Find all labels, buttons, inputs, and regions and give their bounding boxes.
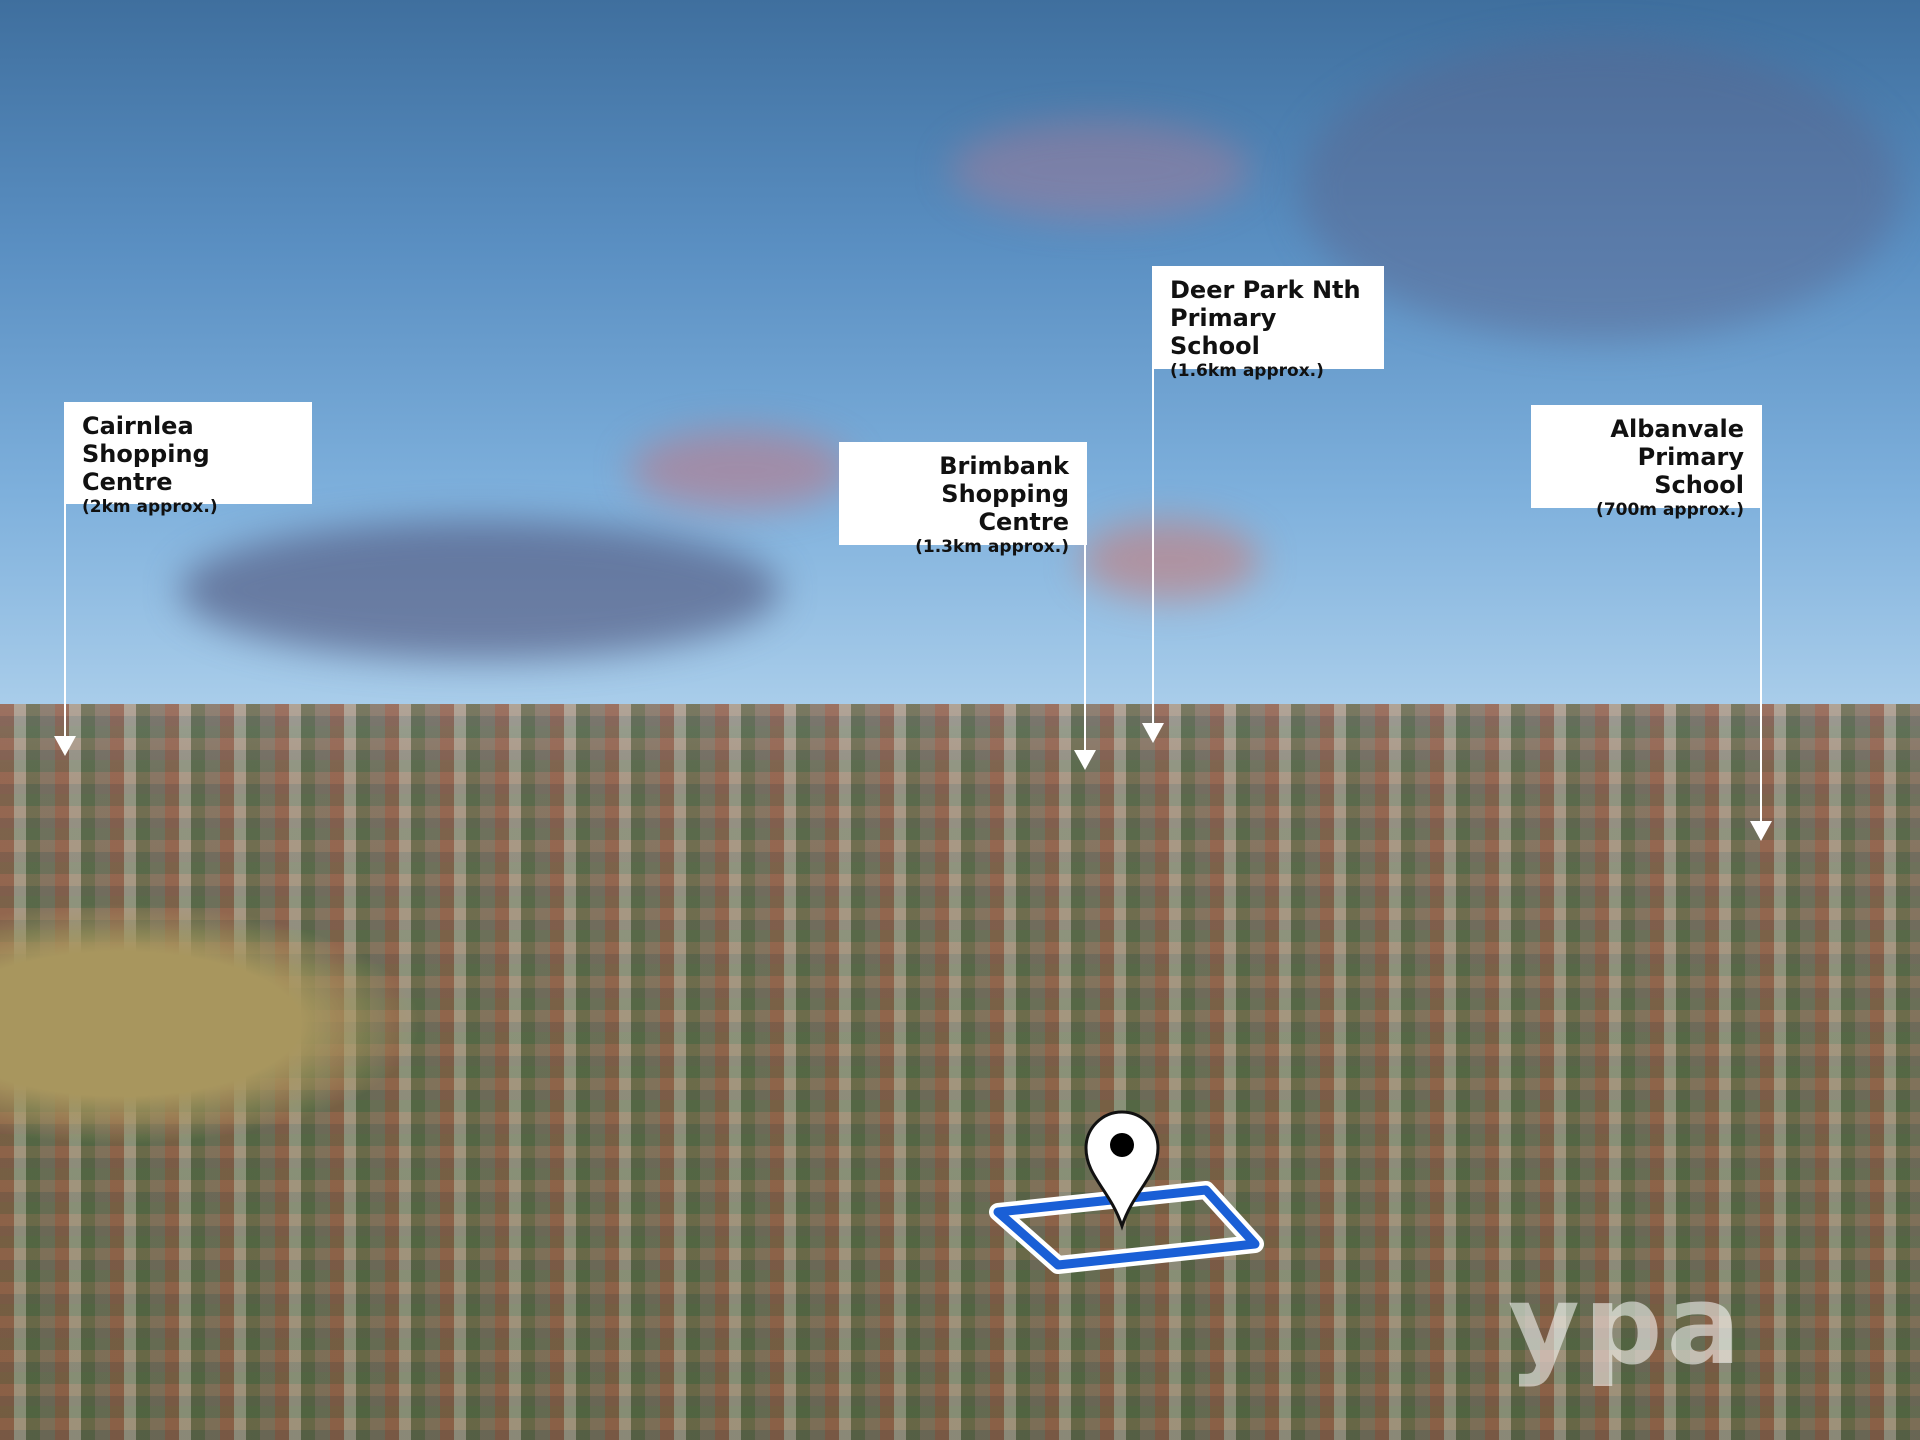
label-cairnlea: Cairnlea Shopping Centre (2km approx.): [64, 402, 312, 517]
suburb-aerial: [0, 704, 1920, 1440]
arrow-down-icon: [1142, 369, 1164, 743]
cloud: [180, 520, 780, 660]
label-title: Albanvale: [1610, 415, 1744, 443]
map-pin-icon: [1084, 1110, 1160, 1231]
label-albanvale: Albanvale Primary School (700m approx.): [1531, 405, 1762, 520]
label-distance: (1.3km approx.): [915, 537, 1069, 557]
label-distance: (2km approx.): [82, 497, 218, 517]
label-title: Shopping Centre: [941, 480, 1069, 536]
label-title: Primary School: [1637, 443, 1744, 499]
arrow-down-icon: [1074, 545, 1096, 770]
arrow-down-icon: [54, 504, 76, 756]
label-title: Brimbank: [939, 452, 1069, 480]
label-distance: (700m approx.): [1596, 500, 1744, 520]
sky: [0, 0, 1920, 706]
cloud: [1300, 40, 1900, 340]
cloud: [950, 120, 1250, 220]
cloud: [1080, 520, 1260, 600]
label-deer-park: Deer Park Nth Primary School (1.6km appr…: [1152, 266, 1384, 381]
label-title: Shopping Centre: [82, 440, 210, 496]
arrow-down-icon: [1750, 508, 1772, 841]
label-title: Deer Park Nth: [1170, 276, 1361, 304]
cloud: [630, 430, 850, 510]
label-title: Cairnlea: [82, 412, 194, 440]
label-distance: (1.6km approx.): [1170, 361, 1324, 381]
label-title: Primary School: [1170, 304, 1277, 360]
label-brimbank: Brimbank Shopping Centre (1.3km approx.): [839, 442, 1087, 557]
watermark-logo: ypa: [1508, 1261, 1745, 1389]
